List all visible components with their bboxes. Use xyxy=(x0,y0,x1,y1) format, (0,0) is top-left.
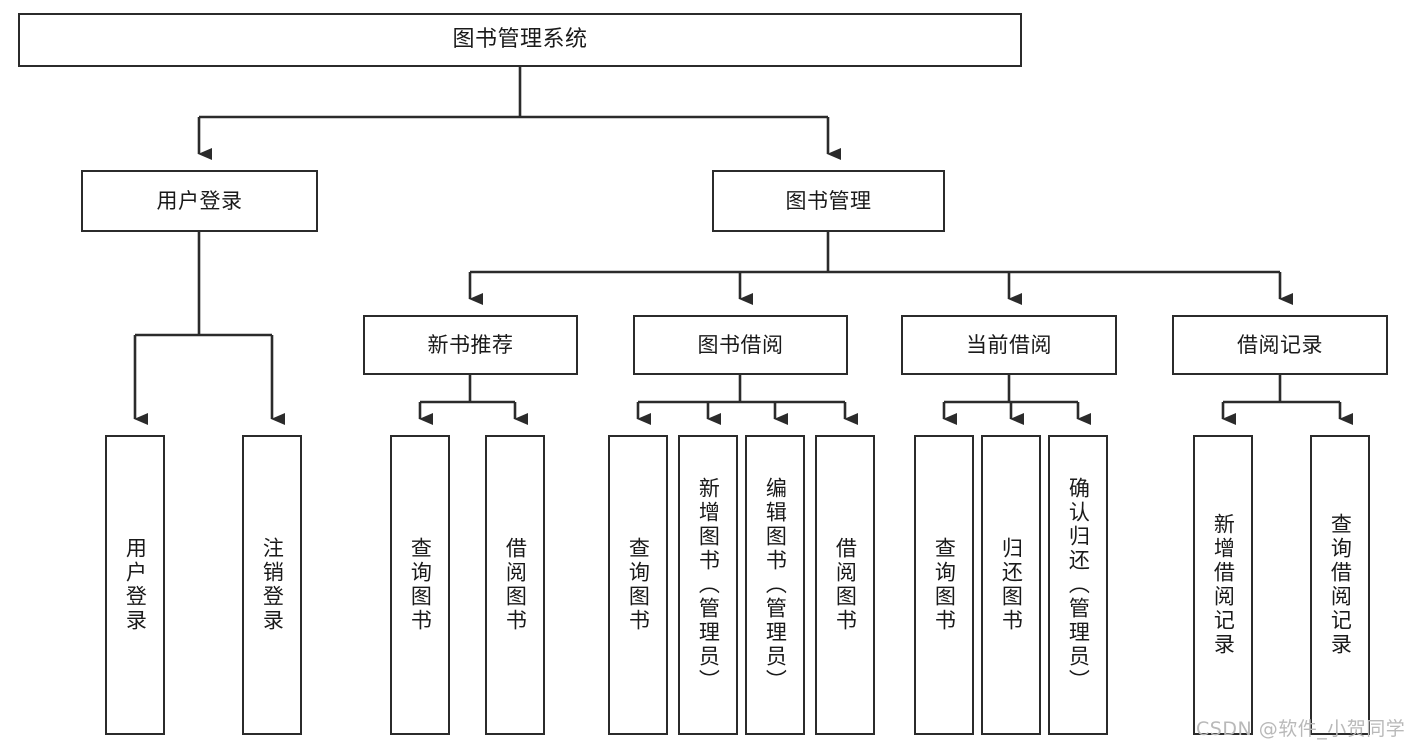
node-user-login-label: 用户登录 xyxy=(156,188,243,213)
leaf-query-book-1[interactable]: 查询图书 xyxy=(390,435,450,735)
leaf-edit-book[interactable]: 编辑图书（管理员） xyxy=(745,435,805,735)
node-user-login[interactable]: 用户登录 xyxy=(81,170,318,232)
leaf-query-borrow-record-label: 查询借阅记录 xyxy=(1328,513,1353,657)
node-book-borrow[interactable]: 图书借阅 xyxy=(633,315,848,375)
csdn-watermark: CSDN @软件_小贺同学 xyxy=(1196,718,1405,740)
node-root-label: 图书管理系统 xyxy=(452,27,588,53)
leaf-add-book[interactable]: 新增图书（管理员） xyxy=(678,435,738,735)
leaf-query-book-3-label: 查询图书 xyxy=(932,537,957,633)
leaf-borrow-book-2-label: 借阅图书 xyxy=(833,537,858,633)
node-book-borrow-label: 图书借阅 xyxy=(697,332,784,357)
node-borrow-record-label: 借阅记录 xyxy=(1237,332,1323,357)
node-current-borrow[interactable]: 当前借阅 xyxy=(901,315,1117,375)
leaf-add-borrow-record[interactable]: 新增借阅记录 xyxy=(1193,435,1253,735)
node-book-manage-label: 图书管理 xyxy=(785,188,872,213)
leaf-return-book-label: 归还图书 xyxy=(999,537,1024,633)
leaf-query-borrow-record[interactable]: 查询借阅记录 xyxy=(1310,435,1370,735)
leaf-query-book-2[interactable]: 查询图书 xyxy=(608,435,668,735)
node-new-book-recommend[interactable]: 新书推荐 xyxy=(363,315,578,375)
leaf-confirm-return[interactable]: 确认归还（管理员） xyxy=(1048,435,1108,735)
leaf-borrow-book-1-label: 借阅图书 xyxy=(503,537,528,633)
leaf-logout-label: 注销登录 xyxy=(260,537,285,633)
leaf-query-book-2-label: 查询图书 xyxy=(626,537,651,633)
leaf-borrow-book-1[interactable]: 借阅图书 xyxy=(485,435,545,735)
leaf-user-login-label: 用户登录 xyxy=(123,537,148,633)
node-current-borrow-label: 当前借阅 xyxy=(966,332,1052,357)
leaf-logout[interactable]: 注销登录 xyxy=(242,435,302,735)
leaf-edit-book-label: 编辑图书（管理员） xyxy=(763,477,788,693)
node-book-manage[interactable]: 图书管理 xyxy=(712,170,945,232)
leaf-add-book-label: 新增图书（管理员） xyxy=(696,477,721,693)
leaf-query-book-3[interactable]: 查询图书 xyxy=(914,435,974,735)
leaf-user-login[interactable]: 用户登录 xyxy=(105,435,165,735)
leaf-borrow-book-2[interactable]: 借阅图书 xyxy=(815,435,875,735)
leaf-query-book-1-label: 查询图书 xyxy=(408,537,433,633)
leaf-return-book[interactable]: 归还图书 xyxy=(981,435,1041,735)
node-new-book-recommend-label: 新书推荐 xyxy=(427,332,514,357)
leaf-confirm-return-label: 确认归还（管理员） xyxy=(1066,477,1091,693)
node-borrow-record[interactable]: 借阅记录 xyxy=(1172,315,1388,375)
leaf-add-borrow-record-label: 新增借阅记录 xyxy=(1211,513,1236,657)
node-root[interactable]: 图书管理系统 xyxy=(18,13,1022,67)
